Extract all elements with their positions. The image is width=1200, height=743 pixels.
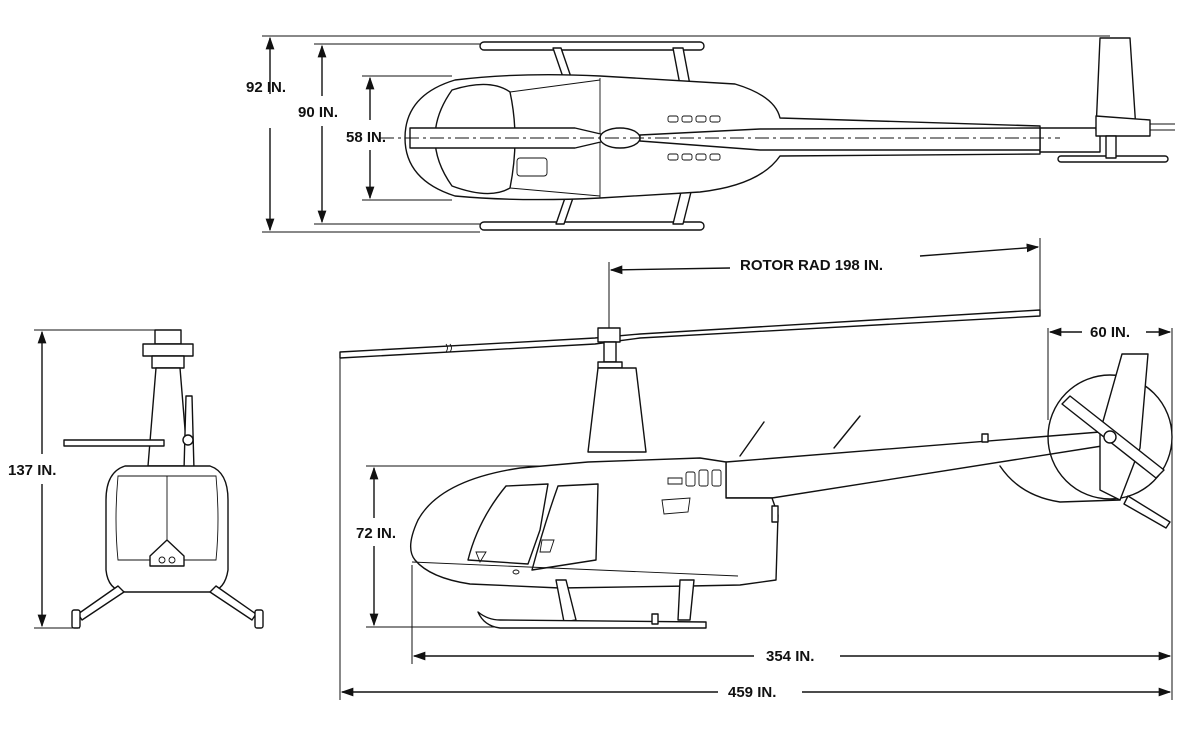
dim-90-in: 90 IN. — [298, 104, 338, 121]
dim-60-in: 60 IN. — [1090, 324, 1130, 341]
front-view: 137 IN. — [8, 329, 264, 629]
dim-354-in: 354 IN. — [766, 648, 814, 665]
dim-459-in: 459 IN. — [728, 684, 776, 701]
dim-58-in: 58 IN. — [346, 129, 386, 146]
dim-92-in: 92 IN. — [246, 79, 286, 96]
dim-rotor-radius: ROTOR RAD 198 IN. — [740, 257, 883, 274]
side-view: ROTOR RAD 198 IN. 60 IN. 72 IN. 354 IN. … — [339, 238, 1173, 701]
top-view: 92 IN. 90 IN. 58 IN. — [246, 35, 1175, 233]
dim-72-in: 72 IN. — [356, 525, 396, 542]
dim-137-in: 137 IN. — [8, 462, 56, 479]
